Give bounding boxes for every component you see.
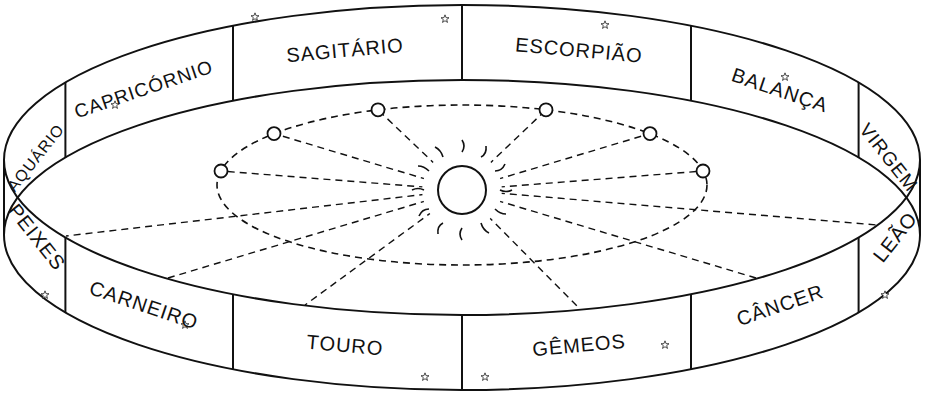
zodiac-panel: AQUÁRIO	[4, 121, 68, 196]
zodiac-panel: GÊMEOS	[531, 329, 626, 359]
sun	[412, 140, 512, 240]
sign-name: GÊMEOS	[531, 329, 626, 359]
zodiac-panel: TOURO	[306, 330, 385, 359]
sign-name: ESCORPIÃO	[514, 34, 643, 67]
sign-name: CAPRICÓRNIO	[72, 57, 216, 123]
stars	[41, 13, 889, 381]
zodiac-panel: SAGITÁRIO	[286, 34, 405, 67]
sign-name: CÂNCER	[734, 280, 827, 330]
sign-name: AQUÁRIO	[4, 121, 68, 195]
zodiac-panel: CAPRICÓRNIO	[72, 57, 216, 123]
zodiac-panel: LEÃO	[868, 208, 921, 267]
zodiac-panel: CÂNCER	[734, 280, 827, 330]
zodiac-panel: ESCORPIÃO	[514, 34, 643, 67]
sign-name: LEÃO	[868, 208, 921, 267]
sign-name: TOURO	[306, 330, 385, 359]
panel-separators	[65, 5, 858, 390]
zodiac-panel: BALANÇA	[729, 63, 831, 116]
zodiac-band	[4, 5, 920, 390]
sign-name: BALANÇA	[729, 63, 831, 116]
sight-lines	[66, 110, 877, 309]
sign-name: SAGITÁRIO	[286, 34, 405, 67]
zodiac-panel: VIRGEM	[854, 120, 921, 196]
sign-name: PEIXES	[4, 199, 70, 274]
zodiac-panel: PEIXES	[4, 199, 70, 274]
sign-name: VIRGEM	[854, 120, 921, 196]
zodiac-panel: CARNEIRO	[86, 277, 201, 334]
sign-name: CARNEIRO	[86, 277, 201, 334]
orbit	[217, 105, 707, 265]
